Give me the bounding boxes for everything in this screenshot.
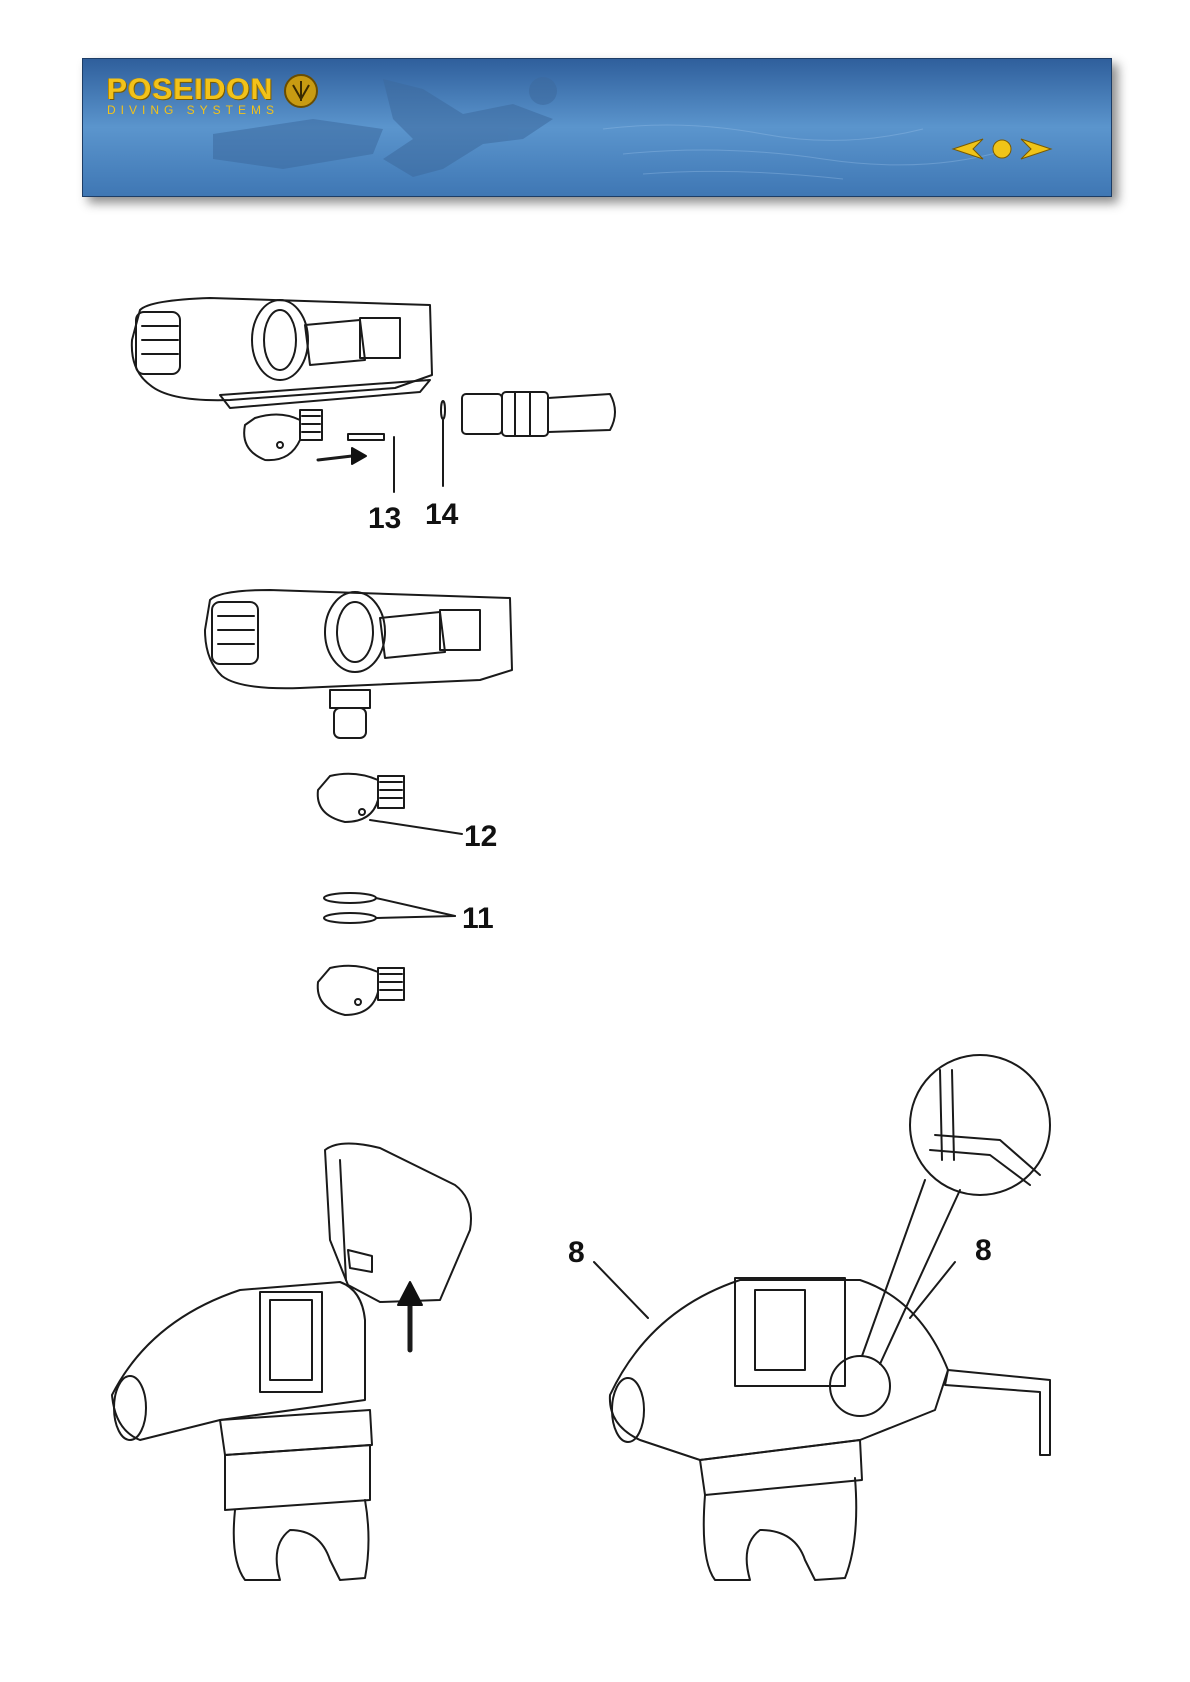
figure-4-hex-key-assembly bbox=[594, 1055, 1050, 1580]
callout-label-12: 12 bbox=[464, 820, 497, 854]
callout-label-11: 11 bbox=[462, 902, 494, 936]
figure-2-regulator-parts bbox=[205, 590, 512, 1015]
callout-label-14: 14 bbox=[425, 498, 458, 532]
callout-label-8-left: 8 bbox=[568, 1236, 585, 1270]
callout-label-13: 13 bbox=[368, 502, 401, 536]
figure-3-cover-removal bbox=[112, 1143, 471, 1580]
callout-label-8-right: 8 bbox=[975, 1234, 992, 1268]
figure-1-regulator-exploded bbox=[132, 298, 615, 492]
